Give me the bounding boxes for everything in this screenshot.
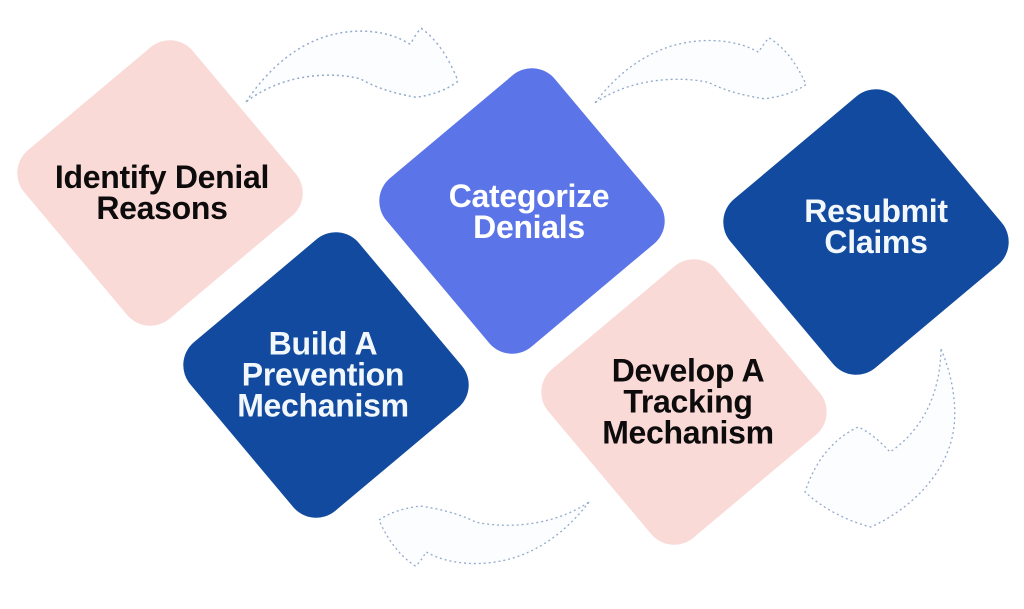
- flow-arrow-develop-to-build: [377, 488, 590, 568]
- flow-arrow-categorize-to-resubmit: [594, 36, 808, 117]
- step-label-develop-a-tracking-mechanism: Develop A Tracking Mechanism: [602, 352, 774, 451]
- step-label-identify-denial-reasons: Identify Denial Reasons: [54, 159, 270, 226]
- flow-arrow-resubmit-to-develop: [800, 345, 960, 530]
- curved-arrow-icon: [378, 501, 590, 567]
- step-label-build-a-prevention-mechanism: Build A Prevention Mechanism: [237, 325, 409, 424]
- step-label-categorize-denials: Categorize Denials: [448, 178, 610, 245]
- curved-arrow-icon: [804, 348, 956, 528]
- curved-arrow-icon: [245, 27, 459, 103]
- flow-arrow-identify-to-categorize: [245, 26, 460, 118]
- step-label-resubmit-claims: Resubmit Claims: [804, 193, 948, 260]
- curved-arrow-icon: [594, 37, 807, 104]
